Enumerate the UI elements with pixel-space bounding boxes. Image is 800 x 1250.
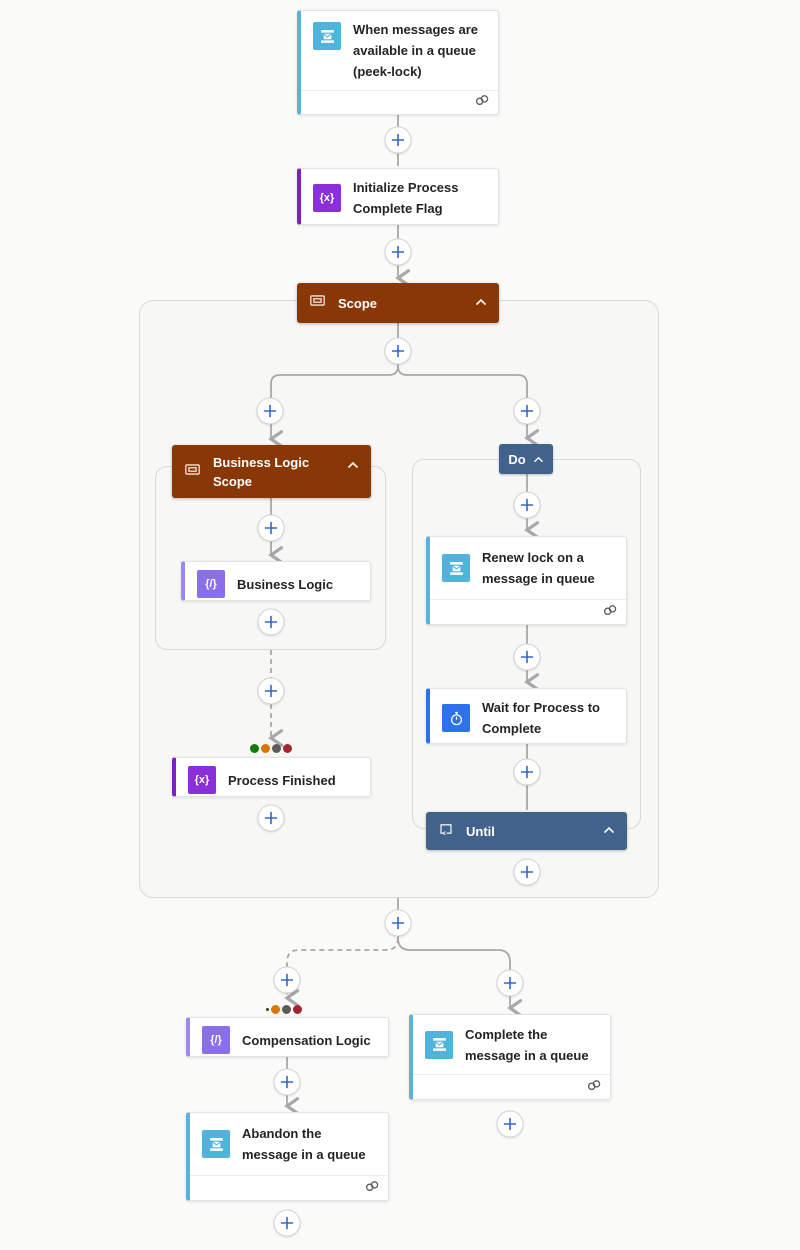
- inline-code-icon: {/}: [197, 570, 225, 598]
- collapse-chevron-icon[interactable]: [475, 294, 487, 312]
- add-action-button[interactable]: [257, 608, 285, 636]
- add-action-button[interactable]: [257, 514, 285, 542]
- action-title: Compensation Logic: [242, 1032, 371, 1048]
- scope-icon: [184, 461, 201, 483]
- status-dot-skipped: [272, 744, 281, 753]
- collapse-chevron-icon[interactable]: [347, 457, 359, 475]
- action-card-initialize-flag[interactable]: {x} Initialize Process Complete Flag: [297, 168, 499, 225]
- action-title: Business Logic: [237, 576, 334, 592]
- action-title: Abandon the message in a queue: [242, 1126, 366, 1162]
- add-action-button[interactable]: [513, 643, 541, 671]
- add-action-button[interactable]: [257, 677, 285, 705]
- collapse-chevron-icon[interactable]: [533, 452, 544, 467]
- status-dot-succeeded: [250, 744, 259, 753]
- action-card-renew-lock[interactable]: Renew lock on a message in queue: [426, 536, 627, 625]
- scope-header[interactable]: Scope: [297, 283, 499, 323]
- collapse-chevron-icon[interactable]: [603, 822, 615, 840]
- connection-icon[interactable]: [474, 92, 490, 113]
- status-dot-small: [266, 1008, 269, 1011]
- add-action-button[interactable]: [257, 804, 285, 832]
- service-bus-icon: [313, 22, 341, 50]
- add-action-button[interactable]: [513, 491, 541, 519]
- status-dot-timed-out: [261, 744, 270, 753]
- variable-icon: {x}: [313, 184, 341, 212]
- add-action-button[interactable]: [384, 337, 412, 365]
- action-title: Wait for Process to Complete: [482, 700, 600, 736]
- connection-icon[interactable]: [364, 1178, 380, 1199]
- variable-icon: {x}: [188, 766, 216, 794]
- service-bus-icon: [202, 1130, 230, 1158]
- connection-icon[interactable]: [586, 1077, 602, 1098]
- add-action-button[interactable]: [496, 969, 524, 997]
- add-action-button[interactable]: [273, 1209, 301, 1237]
- scope-title: Scope: [338, 295, 378, 311]
- trigger-card-when-messages-available[interactable]: When messages are available in a queue (…: [297, 10, 499, 115]
- add-action-button[interactable]: [273, 1068, 301, 1096]
- run-after-status-dots: [250, 744, 292, 753]
- add-action-button[interactable]: [384, 909, 412, 937]
- add-action-button[interactable]: [496, 1110, 524, 1138]
- action-card-compensation-logic[interactable]: {/} Compensation Logic: [186, 1017, 389, 1057]
- business-logic-scope-header[interactable]: Business Logic Scope: [172, 445, 371, 498]
- until-loop-footer[interactable]: Until: [426, 812, 627, 850]
- stopwatch-icon: [442, 704, 470, 732]
- status-dot-failed: [293, 1005, 302, 1014]
- action-card-business-logic[interactable]: {/} Business Logic: [181, 561, 371, 601]
- status-dot-failed: [283, 744, 292, 753]
- service-bus-icon: [425, 1030, 453, 1059]
- action-card-process-finished[interactable]: {x} Process Finished: [172, 757, 371, 797]
- service-bus-icon: [442, 554, 470, 582]
- action-title: Renew lock on a message in queue: [482, 550, 595, 586]
- add-action-button[interactable]: [256, 397, 284, 425]
- status-dot-skipped: [282, 1005, 291, 1014]
- action-title: Process Finished: [228, 772, 336, 788]
- action-card-abandon-message[interactable]: Abandon the message in a queue: [186, 1112, 389, 1201]
- scope-icon: [309, 292, 326, 314]
- add-action-button[interactable]: [513, 858, 541, 886]
- do-label: Do: [508, 451, 526, 467]
- add-action-button[interactable]: [513, 397, 541, 425]
- add-action-button[interactable]: [513, 758, 541, 786]
- status-dot-timed-out: [271, 1005, 280, 1014]
- run-after-status-dots: [266, 1005, 302, 1014]
- connection-icon[interactable]: [602, 602, 618, 623]
- add-action-button[interactable]: [273, 966, 301, 994]
- loop-icon: [438, 821, 454, 842]
- add-action-button[interactable]: [384, 126, 412, 154]
- action-card-complete-message[interactable]: Complete the message in a queue: [409, 1014, 611, 1100]
- add-action-button[interactable]: [384, 238, 412, 266]
- action-title: Initialize Process Complete Flag: [353, 180, 459, 216]
- inline-code-icon: {/}: [202, 1026, 230, 1054]
- until-title: Until: [466, 823, 495, 839]
- action-card-wait-for-process[interactable]: Wait for Process to Complete: [426, 688, 627, 744]
- trigger-title: When messages are available in a queue (…: [353, 22, 479, 79]
- do-loop-header[interactable]: Do: [499, 444, 553, 474]
- scope-title: Business Logic Scope: [213, 454, 310, 489]
- action-title: Complete the message in a queue: [465, 1026, 589, 1063]
